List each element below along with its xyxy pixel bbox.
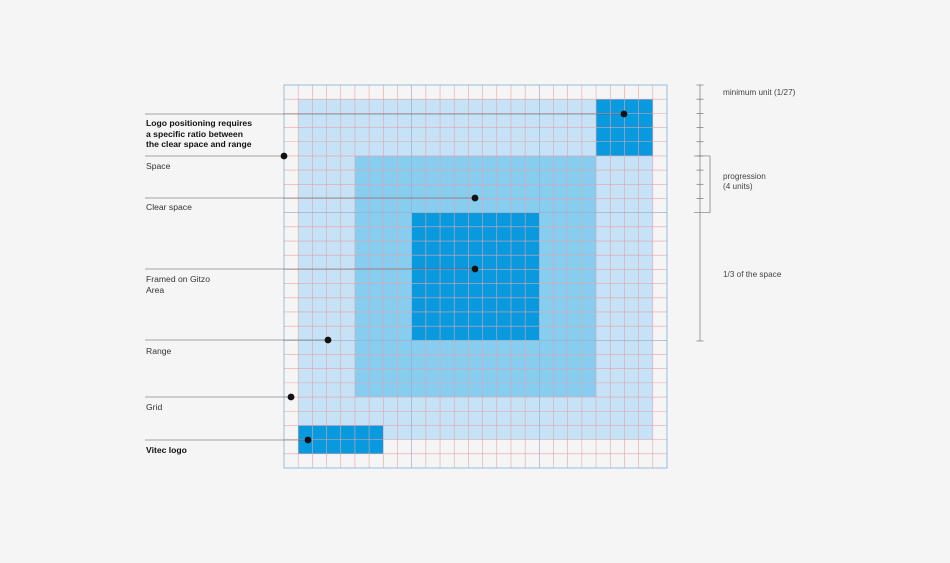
framed-label: Framed on Gitzo Area: [146, 274, 210, 295]
area-fills: [298, 99, 653, 454]
progression-bracket: [694, 155, 711, 214]
framed-leader-dot: [471, 265, 479, 273]
clear-space-leader-dot: [471, 194, 479, 202]
grid-frame: [283, 84, 668, 469]
range-label: Range: [146, 346, 172, 356]
intro-leader-dot: [620, 110, 628, 118]
third-of-space-label: 1/3 of the space: [723, 270, 782, 279]
callout-leaders: [145, 110, 628, 444]
space-label: Space: [146, 161, 171, 171]
minimum-unit-label: minimum unit (1/27): [723, 88, 796, 97]
measurement-scale: [694, 84, 711, 342]
intro-label: Logo positioning requires a specific rat…: [146, 118, 252, 149]
grid-border: [283, 84, 668, 469]
space-leader-dot: [280, 152, 288, 160]
range-leader-dot: [324, 336, 332, 344]
grid-label: Grid: [146, 402, 163, 412]
vitec-logo-label: Vitec logo: [146, 445, 187, 455]
grid-leader-dot: [287, 393, 295, 401]
vitec-logo-leader-dot: [304, 436, 312, 444]
framed-gitzo-area: [411, 212, 540, 341]
clear-space-label: Clear space: [146, 202, 192, 212]
progression-label: progression (4 units): [723, 172, 766, 191]
